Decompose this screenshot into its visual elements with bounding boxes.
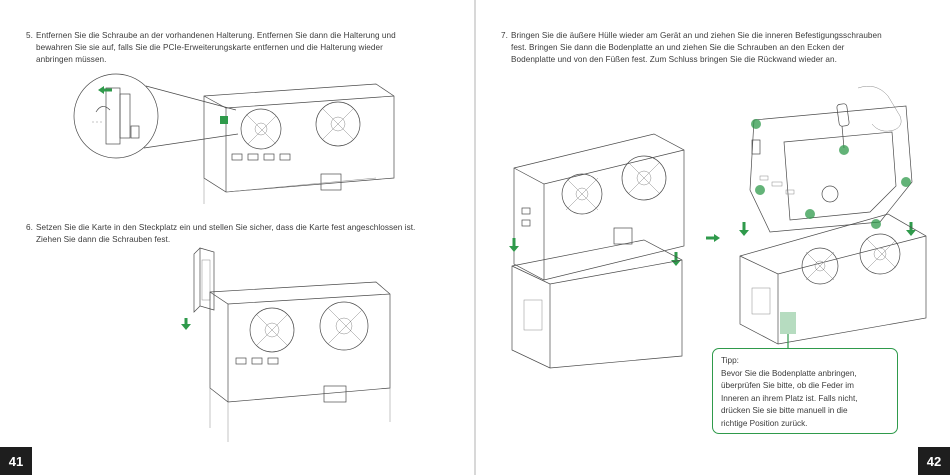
step-6-illustration [181,247,391,442]
step-7-line-1: Bringen Sie die äußere Hülle wieder am G… [511,31,882,40]
detail-magnifier-circle [73,73,159,159]
tip-title: Tipp: [721,356,739,365]
tip-box: Tipp: Bevor Sie die Bodenplatte anbringe… [712,348,898,434]
step-7-number: 7. [501,31,508,40]
step-7-line-2: fest. Bringen Sie dann die Bodenplatte a… [511,43,845,53]
step-6-line-1: Setzen Sie die Karte in den Steckplatz e… [36,223,416,232]
pcie-card [199,247,215,311]
device-body [739,213,927,345]
right-page: 7. Bringen Sie die äußere Hülle wieder a… [476,0,950,475]
step-7: 7. Bringen Sie die äußere Hülle wieder a… [501,30,941,70]
step-6-line-2: Ziehen Sie dann die Schrauben fest. [36,235,171,245]
step-5-line-2: bewahren Sie sie auf, falls Sie die PCIe… [36,43,383,53]
arrow-down-icon [509,238,519,252]
step-5: 5. Entfernen Sie die Schraube an der vor… [26,30,466,70]
tip-line-2: überprüfen Sie bitte, ob die Feder im [721,381,854,391]
spring-highlight [780,312,796,334]
arrow-down-icon [181,318,191,330]
arrow-down-icon [906,222,916,236]
arrow-down-icon [739,222,749,236]
step-5-number: 5. [26,31,33,40]
page-number-left: 41 [0,447,32,475]
outer-shell [511,239,683,369]
bracket-highlight [220,116,228,124]
step-7-text: Bringen Sie die äußere Hülle wieder am G… [511,30,882,67]
tip-line-3: Inneren an ihrem Platz ist. Falls nicht, [721,393,858,403]
arrow-right-icon [706,234,720,242]
arrow-left-icon [98,86,112,94]
tip-line-4: drücken Sie sie bitte manuell in die [721,406,848,416]
page-gutter [474,0,476,475]
step-6-text: Setzen Sie die Karte in den Steckplatz e… [36,222,415,246]
step-5-line-3: anbringen müssen. [36,55,107,65]
tip-body: Bevor Sie die Bodenplatte anbringen, übe… [721,368,893,430]
page-number-right: 42 [918,447,950,475]
tip-line-1: Bevor Sie die Bodenplatte anbringen, [721,369,857,378]
step-5-line-1: Entfernen Sie die Schraube an der vorhan… [36,31,396,40]
screwdriver-icon [836,86,902,149]
internal-frame [513,133,685,281]
step-5-text: Entfernen Sie die Schraube an der vorhan… [36,30,396,67]
screw-highlight-icon [751,119,911,229]
step-7-line-3: Bodenplatte und von den Füßen fest. Zum … [511,55,837,65]
step-6: 6. Setzen Sie die Karte in den Steckplat… [26,222,466,248]
tip-line-5: richtige Position zurück. [721,418,808,428]
step-7-shell-illustration [509,133,685,369]
step-5-illustration [73,73,395,204]
step-7-bottom-plate-illustration [739,86,927,348]
step-6-number: 6. [26,223,33,232]
bottom-plate [749,105,913,233]
left-page: 5. Entfernen Sie die Schraube an der vor… [0,30,466,475]
